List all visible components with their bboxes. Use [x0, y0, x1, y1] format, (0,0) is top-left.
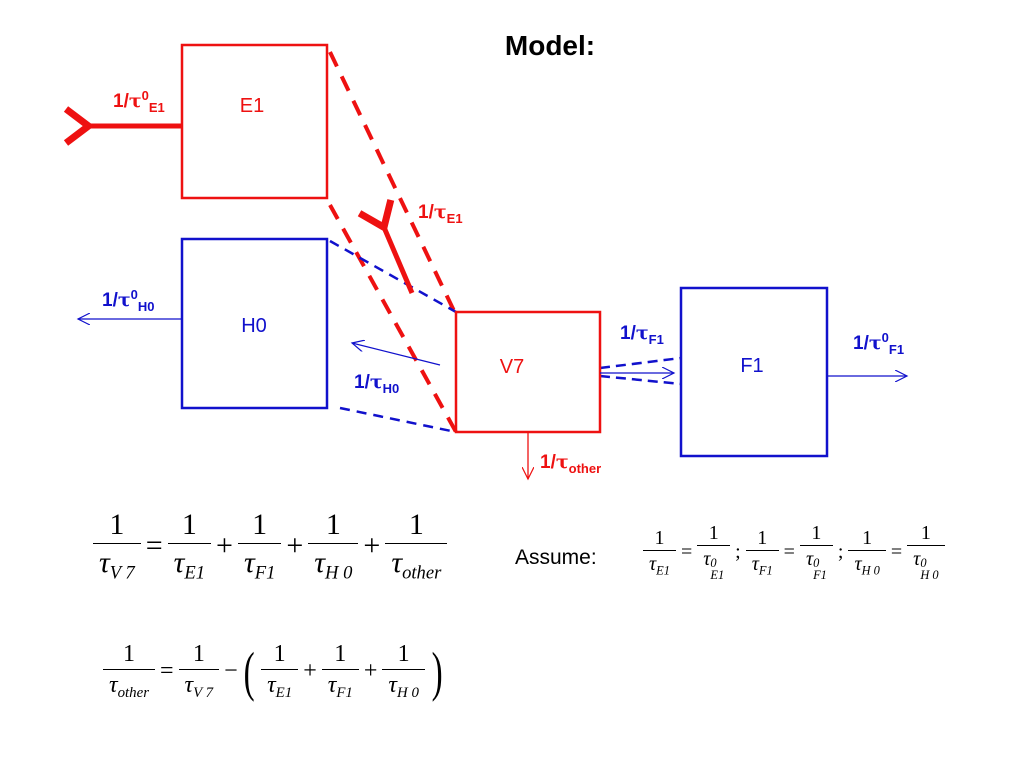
h0-transfer-arrow [352, 343, 441, 366]
e1-transfer-rate-label: 1/τE1 [418, 201, 463, 226]
v7-f1-dashed-bottom [599, 374, 682, 386]
f1-transfer-rate-label: 1/τF1 [620, 322, 664, 347]
f1-escape-rate-label: 1/τ0F1 [853, 330, 905, 357]
e1-box-label: E1 [240, 95, 264, 117]
v7-f1-dashed-top [599, 356, 682, 370]
e1-v7-dashed-top [328, 51, 458, 316]
e1-v7-dashed-bottom [328, 204, 458, 433]
v7-box-label: V7 [500, 356, 524, 378]
h0-box-label: H0 [241, 315, 267, 337]
v7-box [454, 310, 602, 434]
h0-escape-rate-label: 1/τ0H0 [102, 287, 155, 314]
f1-box [679, 286, 829, 458]
h0-transfer-rate-label: 1/τH0 [354, 371, 400, 396]
e1-escape-rate-label: 1/τ0E1 [113, 88, 165, 115]
h0-box [180, 237, 329, 410]
e1-box [180, 43, 329, 200]
page-title: Model: [504, 30, 596, 61]
h0-v7-dashed-bottom [339, 406, 457, 434]
other-rate-label: 1/τother [540, 451, 602, 476]
assume-label: Assume: [515, 546, 597, 569]
h0-v7-dashed-top [329, 239, 457, 314]
e1-transfer-arrow [357, 199, 415, 294]
f1-box-label: F1 [740, 355, 763, 377]
